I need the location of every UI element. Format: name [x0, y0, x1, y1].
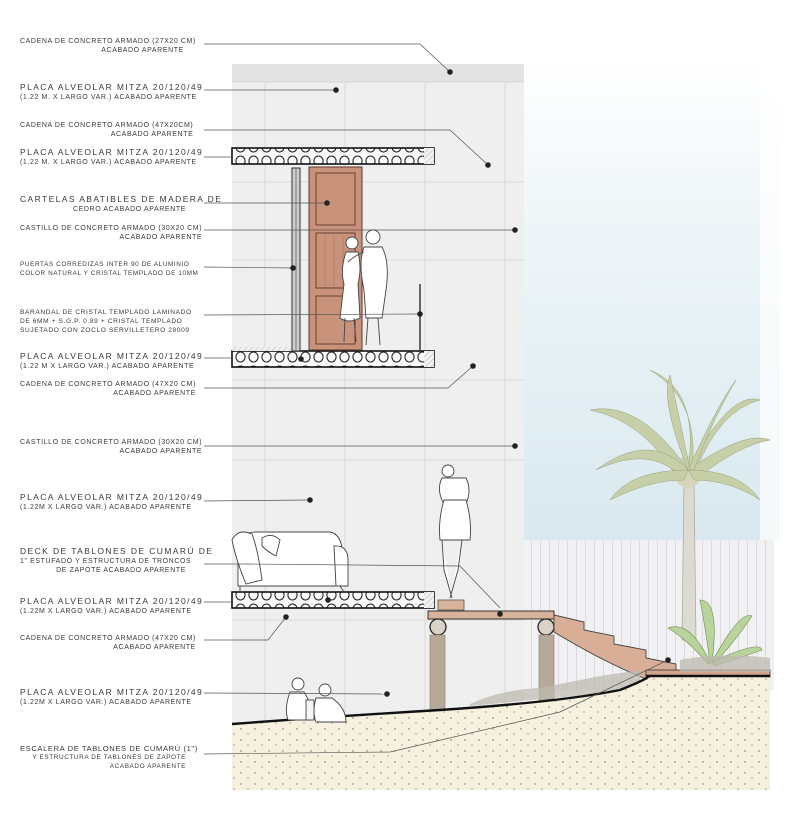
annotation-hollow-slab-4: Placa alveolar Mitza 20/120/49 (1.22m x … [20, 492, 204, 511]
annotation-hollow-slab-roof: Placa alveolar Mitza 20/120/49 (1.22 m. … [20, 82, 204, 101]
annotation-chain-beam-4: Cadena de concreto armado (47x20 cm) Aca… [20, 635, 196, 651]
leader-lines [203, 43, 669, 755]
couple-figures [339, 229, 388, 346]
annotation-cedar-shutters: Cartelas abatibles de madera de cedro ac… [20, 194, 223, 213]
annotation-hollow-slab-6: Placa alveolar Mitza 20/120/49 (1.22m x … [20, 687, 204, 706]
annotation-chain-beam-2: Cadena de concreto armado (47x20cm) Acab… [20, 122, 194, 138]
ground-shrubs [470, 655, 770, 706]
annotation-sliding-doors: Puertas corredizas Inter 90 de aluminio … [20, 261, 199, 277]
steel-column [291, 167, 301, 352]
sky-background [524, 60, 800, 540]
palm-tree [589, 369, 771, 641]
annotation-cumaru-deck: Deck de tablones de cumarú de 1" estufad… [20, 546, 214, 574]
parent-with-child-figure [439, 464, 471, 599]
annotation-chain-beam-3: Cadena de concreto armado (47x20 cm) Aca… [20, 381, 196, 397]
annotation-column-1: Castillo de concreto armado (30x20 cm) A… [20, 225, 203, 241]
hollow-core-slab-1 [231, 147, 435, 165]
annotation-hollow-slab-5: Placa alveolar Mitza 20/120/49 (1.22m x … [20, 596, 204, 615]
annotation-chain-beam-top: Cadena de concreto armado (27x20 cm) Aca… [20, 38, 196, 54]
annotation-cumaru-stairs: Escalera de tablones de cumarú (1") y es… [20, 744, 198, 770]
hollow-core-slab-2 [231, 347, 435, 368]
sofa-furniture [231, 531, 349, 593]
annotation-column-2: Castillo de concreto armado (30x20 cm) A… [20, 439, 203, 455]
hollow-core-slab-3 [231, 591, 435, 609]
annotation-hollow-slab-2: Placa alveolar Mitza 20/120/49 (1.22 m. … [20, 147, 204, 166]
leader-dots [283, 69, 671, 697]
children-playing-figures [285, 677, 347, 723]
annotation-hollow-slab-3: Placa alveolar Mitza 20/120/49 (1.22 m x… [20, 351, 204, 370]
annotation-glass-railing: Barandal de cristal templado laminado de… [20, 309, 192, 334]
